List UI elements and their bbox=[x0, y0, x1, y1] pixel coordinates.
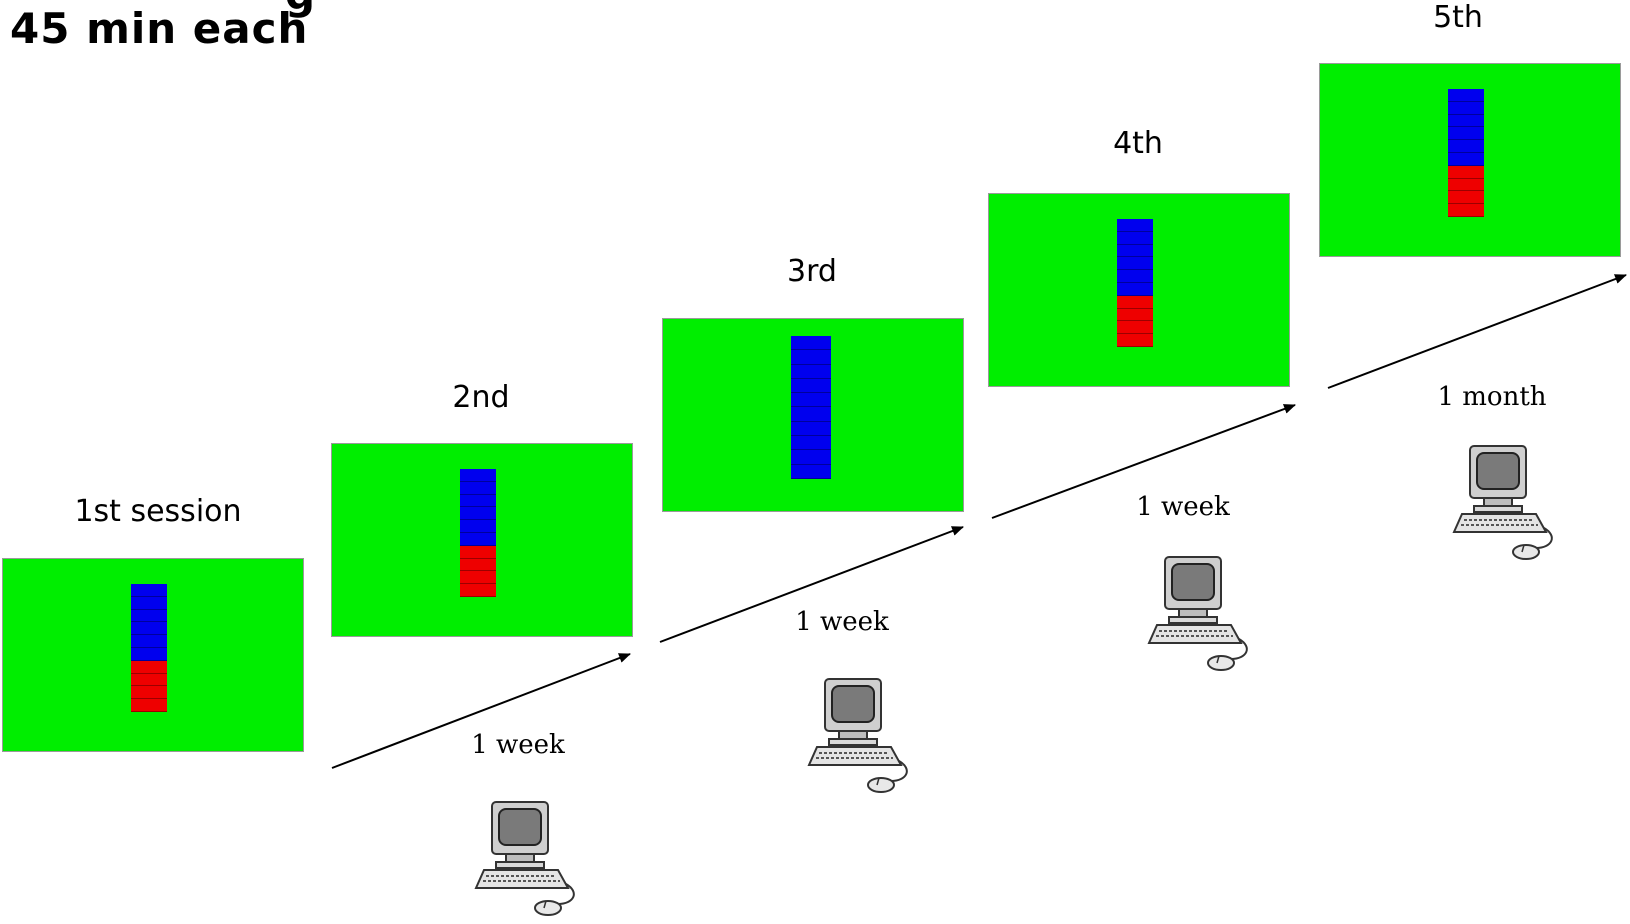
blue-block bbox=[460, 532, 496, 546]
blue-block bbox=[1117, 244, 1153, 258]
session-label: 1st session bbox=[74, 494, 242, 529]
red-block bbox=[131, 686, 167, 700]
blue-block bbox=[1448, 127, 1484, 141]
blue-block bbox=[460, 481, 496, 495]
computer-icon bbox=[470, 800, 580, 920]
blue-block bbox=[791, 350, 831, 365]
blue-block bbox=[791, 378, 831, 394]
red-block bbox=[1117, 295, 1153, 309]
blue-block bbox=[131, 635, 167, 648]
blue-block bbox=[460, 520, 496, 533]
blue-block bbox=[460, 469, 496, 482]
red-block bbox=[131, 660, 167, 674]
red-block bbox=[1448, 165, 1484, 179]
session-label: 3rd bbox=[787, 254, 837, 289]
blue-block bbox=[131, 622, 167, 636]
screen-panel bbox=[1319, 63, 1621, 257]
blue-block bbox=[131, 584, 167, 597]
interval-arrow-4 bbox=[1327, 274, 1627, 389]
red-block bbox=[460, 571, 496, 585]
computer-icon bbox=[1448, 444, 1558, 564]
session-label: 5th bbox=[1433, 0, 1483, 35]
block-stack bbox=[460, 469, 496, 597]
red-block bbox=[1117, 334, 1153, 347]
red-block bbox=[1117, 308, 1153, 322]
blue-block bbox=[1117, 257, 1153, 271]
red-block bbox=[1117, 321, 1153, 335]
title-fragment: g bbox=[285, 0, 315, 19]
interval-arrow-1 bbox=[331, 653, 631, 769]
block-stack bbox=[1117, 219, 1153, 347]
interval-label: 1 week bbox=[471, 730, 565, 760]
screen-panel bbox=[662, 318, 964, 512]
blue-block bbox=[131, 609, 167, 623]
interval-arrow-3 bbox=[991, 404, 1296, 519]
interval-label: 1 week bbox=[795, 607, 889, 637]
computer-icon bbox=[803, 677, 913, 797]
blue-block bbox=[1448, 140, 1484, 153]
blue-block bbox=[791, 364, 831, 379]
subtitle: 45 min each bbox=[10, 4, 309, 53]
red-block bbox=[1448, 191, 1484, 205]
blue-block bbox=[791, 336, 831, 351]
blue-block bbox=[791, 464, 831, 479]
blue-block bbox=[1117, 219, 1153, 232]
red-block bbox=[1448, 204, 1484, 217]
block-stack bbox=[791, 336, 831, 479]
session-label: 4th bbox=[1113, 126, 1163, 161]
screen-panel bbox=[331, 443, 633, 637]
red-block bbox=[1448, 178, 1484, 192]
blue-block bbox=[1448, 152, 1484, 166]
red-block bbox=[131, 673, 167, 687]
blue-block bbox=[1117, 282, 1153, 296]
session-label: 2nd bbox=[452, 380, 510, 415]
red-block bbox=[460, 545, 496, 559]
red-block bbox=[460, 558, 496, 572]
blue-block bbox=[791, 450, 831, 465]
blue-block bbox=[1448, 89, 1484, 102]
interval-label: 1 week bbox=[1136, 492, 1230, 522]
blue-block bbox=[791, 407, 831, 422]
blue-block bbox=[791, 421, 831, 437]
blue-block bbox=[131, 596, 167, 610]
blue-block bbox=[1117, 270, 1153, 283]
blue-block bbox=[131, 647, 167, 661]
blue-block bbox=[1117, 231, 1153, 245]
interval-label: 1 month bbox=[1437, 382, 1547, 412]
block-stack bbox=[131, 584, 167, 712]
red-block bbox=[460, 584, 496, 597]
block-stack bbox=[1448, 89, 1484, 217]
red-block bbox=[131, 699, 167, 712]
blue-block bbox=[1448, 101, 1484, 115]
screen-panel bbox=[988, 193, 1290, 387]
interval-arrow-2 bbox=[659, 526, 964, 643]
computer-icon bbox=[1143, 555, 1253, 675]
blue-block bbox=[1448, 114, 1484, 128]
screen-panel bbox=[2, 558, 304, 752]
blue-block bbox=[460, 494, 496, 508]
blue-block bbox=[460, 507, 496, 521]
blue-block bbox=[791, 393, 831, 408]
blue-block bbox=[791, 436, 831, 451]
